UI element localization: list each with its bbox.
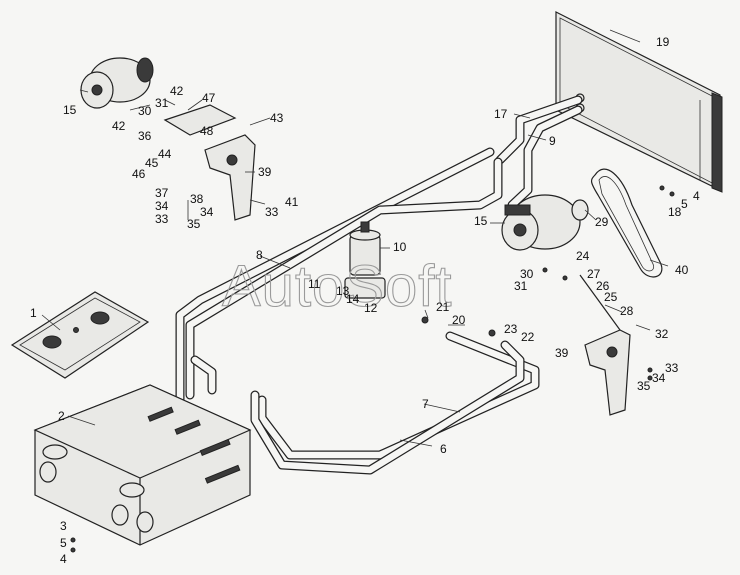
callout-13: 13 <box>336 284 350 298</box>
callout-33-right: 33 <box>665 361 679 375</box>
callout-14: 14 <box>346 292 360 306</box>
callout-32: 32 <box>655 327 669 341</box>
pipe-7 <box>257 331 540 460</box>
callout-21: 21 <box>436 300 450 314</box>
compressor-right <box>501 194 589 251</box>
callout-22: 22 <box>521 330 535 344</box>
callout-4: 4 <box>60 552 67 566</box>
pipe-8 <box>175 147 503 405</box>
callout-24: 24 <box>576 249 590 263</box>
callout-10: 10 <box>393 240 407 254</box>
callout-31-left: 31 <box>155 96 169 110</box>
evaporator-unit <box>33 384 252 546</box>
callout-19: 19 <box>656 35 670 49</box>
callout-12: 12 <box>364 301 378 315</box>
callout-29: 29 <box>595 215 609 229</box>
callout-39-left: 39 <box>258 165 272 179</box>
callout-33-left: 33 <box>155 212 169 226</box>
callout-38: 38 <box>190 192 204 206</box>
callout-30-right: 30 <box>520 267 534 281</box>
callout-11: 11 <box>308 277 321 291</box>
callout-42-upper: 42 <box>170 84 184 98</box>
callout-9: 9 <box>549 134 556 148</box>
callout-4-right: 4 <box>693 189 700 203</box>
callout-40: 40 <box>675 263 689 277</box>
callout-3: 3 <box>60 519 67 533</box>
callout-33-mid: 33 <box>265 205 279 219</box>
callout-7: 7 <box>422 397 429 411</box>
watermark: AutoSoft <box>222 254 452 319</box>
callout-39-right: 39 <box>555 346 569 360</box>
callout-42-lower: 42 <box>112 119 126 133</box>
callout-36: 36 <box>138 129 152 143</box>
callout-23: 23 <box>504 322 518 336</box>
callout-5: 5 <box>60 536 67 550</box>
callout-27: 27 <box>587 267 601 281</box>
callout-41: 41 <box>285 195 299 209</box>
callout-48: 48 <box>200 124 214 138</box>
callout-6: 6 <box>440 442 447 456</box>
callout-44: 44 <box>158 147 172 161</box>
callout-46: 46 <box>132 167 146 181</box>
callout-34-left: 34 <box>155 199 169 213</box>
callout-37: 37 <box>155 186 169 200</box>
drive-belt <box>591 168 663 278</box>
callout-31-right: 31 <box>514 279 528 293</box>
callout-15-right: 15 <box>474 214 488 228</box>
pipe-6 <box>250 340 525 475</box>
callout-5-right: 5 <box>681 197 688 211</box>
callout-34-mid: 34 <box>200 205 214 219</box>
callout-47: 47 <box>202 91 216 105</box>
fasteners <box>70 185 675 553</box>
control-panel <box>10 291 150 379</box>
compressor-left <box>80 57 154 109</box>
bracket-right <box>579 274 631 416</box>
pipe-17-9 <box>495 95 583 210</box>
bracket-left <box>163 104 256 221</box>
callout-26: 26 <box>596 279 610 293</box>
callout-28: 28 <box>620 304 634 318</box>
callout-18: 18 <box>668 205 682 219</box>
callout-35-left: 35 <box>187 217 201 231</box>
callout-25: 25 <box>604 290 618 304</box>
callout-labels: 1 2 3 4 5 4 5 6 7 8 9 10 11 12 13 14 15 … <box>30 35 700 566</box>
callout-8: 8 <box>256 248 263 262</box>
callout-17: 17 <box>494 107 508 121</box>
callout-1: 1 <box>30 306 37 320</box>
callout-30-left: 30 <box>138 104 152 118</box>
callout-45: 45 <box>145 156 159 170</box>
callout-34-right: 34 <box>652 371 666 385</box>
callout-20: 20 <box>452 313 466 327</box>
callout-43: 43 <box>270 111 284 125</box>
callout-35-right: 35 <box>637 379 651 393</box>
leader-lines <box>41 29 669 447</box>
callout-2: 2 <box>58 409 65 423</box>
receiver-drier <box>344 221 386 299</box>
callout-15-left: 15 <box>63 103 77 117</box>
